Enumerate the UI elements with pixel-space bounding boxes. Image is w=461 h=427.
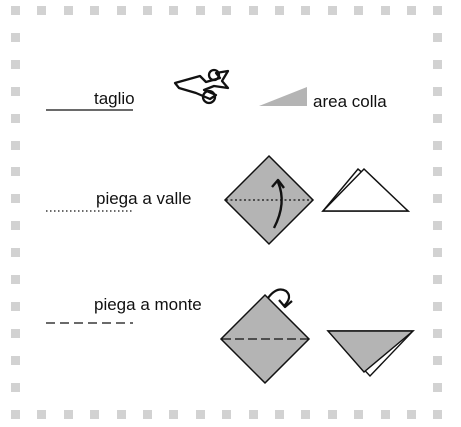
border-square: [11, 141, 20, 150]
border-square: [11, 356, 20, 365]
border-square: [275, 410, 284, 419]
border-square: [11, 221, 20, 230]
border-square: [37, 410, 46, 419]
mountain-fold-result: [326, 330, 415, 378]
border-square: [90, 6, 99, 15]
border-square: [11, 383, 20, 392]
border-square: [433, 60, 442, 69]
border-square: [433, 6, 442, 15]
border-square: [433, 114, 442, 123]
border-square: [433, 221, 442, 230]
border-square: [143, 6, 152, 15]
mountain-fold-diagram: [219, 288, 311, 385]
border-square: [301, 6, 310, 15]
border-square: [354, 6, 363, 15]
scissors-icon: [173, 68, 230, 105]
valley-fold-label: piega a valle: [96, 189, 192, 208]
border-square: [433, 329, 442, 338]
valley-fold-result: [321, 167, 411, 212]
border-square: [11, 87, 20, 96]
border-square: [433, 356, 442, 365]
border-square: [354, 410, 363, 419]
border-square: [249, 410, 258, 419]
border-square: [37, 6, 46, 15]
border-square: [117, 410, 126, 419]
border-square: [117, 6, 126, 15]
border-square: [11, 33, 20, 42]
border-square: [407, 6, 416, 15]
border-square: [222, 410, 231, 419]
border-square: [169, 410, 178, 419]
border-square: [11, 6, 20, 15]
border-square: [11, 248, 20, 257]
border-square: [381, 410, 390, 419]
glue-wedge-icon: [259, 87, 307, 106]
border-square: [196, 6, 205, 15]
border-square: [381, 6, 390, 15]
border-square: [11, 194, 20, 203]
border-square: [222, 6, 231, 15]
border-square: [64, 6, 73, 15]
border-square: [11, 114, 20, 123]
border-square: [433, 410, 442, 419]
border-square: [433, 33, 442, 42]
border-square: [11, 302, 20, 311]
border-square: [301, 410, 310, 419]
border-square: [433, 275, 442, 284]
border-square: [433, 167, 442, 176]
border-square: [64, 410, 73, 419]
border-square: [249, 6, 258, 15]
border-square: [328, 6, 337, 15]
border-square: [11, 329, 20, 338]
cut-label: taglio: [94, 89, 135, 108]
border-square: [196, 410, 205, 419]
dotted-square-border: [11, 6, 442, 419]
border-square: [90, 410, 99, 419]
border-square: [433, 302, 442, 311]
border-square: [433, 383, 442, 392]
border-square: [433, 87, 442, 96]
border-square: [11, 60, 20, 69]
border-square: [433, 141, 442, 150]
border-square: [407, 410, 416, 419]
border-square: [275, 6, 284, 15]
border-square: [169, 6, 178, 15]
border-square: [11, 275, 20, 284]
border-square: [11, 410, 20, 419]
mountain-fold-label: piega a monte: [94, 295, 202, 314]
border-square: [433, 194, 442, 203]
valley-fold-diagram: [223, 154, 315, 246]
glue-label: area colla: [313, 92, 387, 111]
border-square: [433, 248, 442, 257]
border-square: [11, 167, 20, 176]
border-square: [143, 410, 152, 419]
border-square: [328, 410, 337, 419]
